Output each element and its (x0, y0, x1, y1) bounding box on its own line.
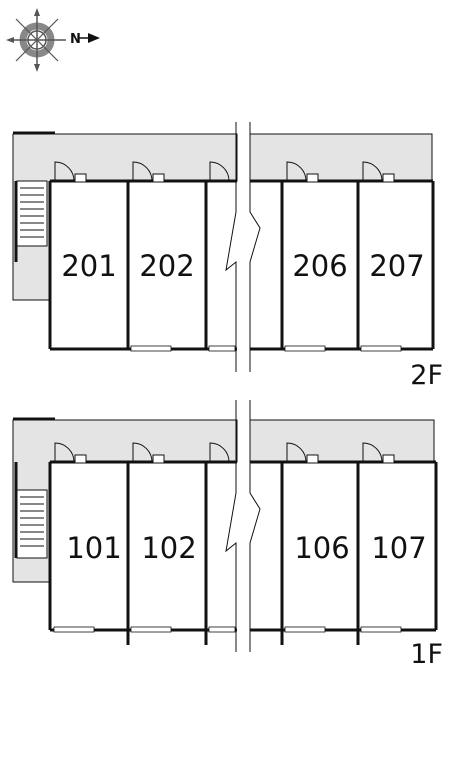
floor-2f-plan: 201 202 206 207 2F (12, 120, 443, 391)
room-206: 206 (292, 249, 347, 283)
room-202: 202 (139, 249, 194, 283)
stairs-icon (14, 462, 48, 559)
door-icon (209, 442, 230, 463)
door-icon (54, 442, 87, 464)
door-icon (362, 161, 395, 183)
door-icon (286, 442, 319, 464)
room-106: 106 (294, 531, 349, 565)
door-icon (286, 161, 319, 183)
door-icon (132, 161, 165, 183)
compass-north-label: N (70, 32, 81, 47)
room-201: 201 (61, 249, 116, 283)
room-207: 207 (369, 249, 424, 283)
door-icon (132, 442, 165, 464)
door-icon (54, 161, 87, 183)
door-icon (362, 442, 395, 464)
compass-rose-icon: N (6, 8, 100, 72)
room-102: 102 (141, 531, 196, 565)
floor-label-2f: 2F (410, 360, 443, 391)
door-icon (209, 161, 230, 182)
room-107: 107 (371, 531, 426, 565)
floor-label-1f: 1F (410, 639, 443, 670)
stairs-icon (14, 180, 48, 262)
floor-1f-plan: 101 102 106 107 1F (12, 400, 443, 670)
room-101: 101 (66, 531, 121, 565)
